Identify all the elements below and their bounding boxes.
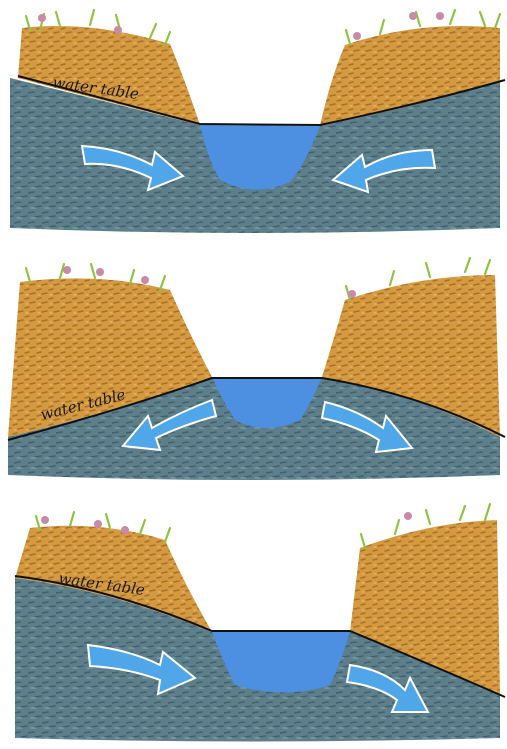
panel-1: water table: [10, 10, 505, 233]
panel-3: water table: [15, 504, 505, 742]
panel-2: water table: [8, 258, 505, 480]
